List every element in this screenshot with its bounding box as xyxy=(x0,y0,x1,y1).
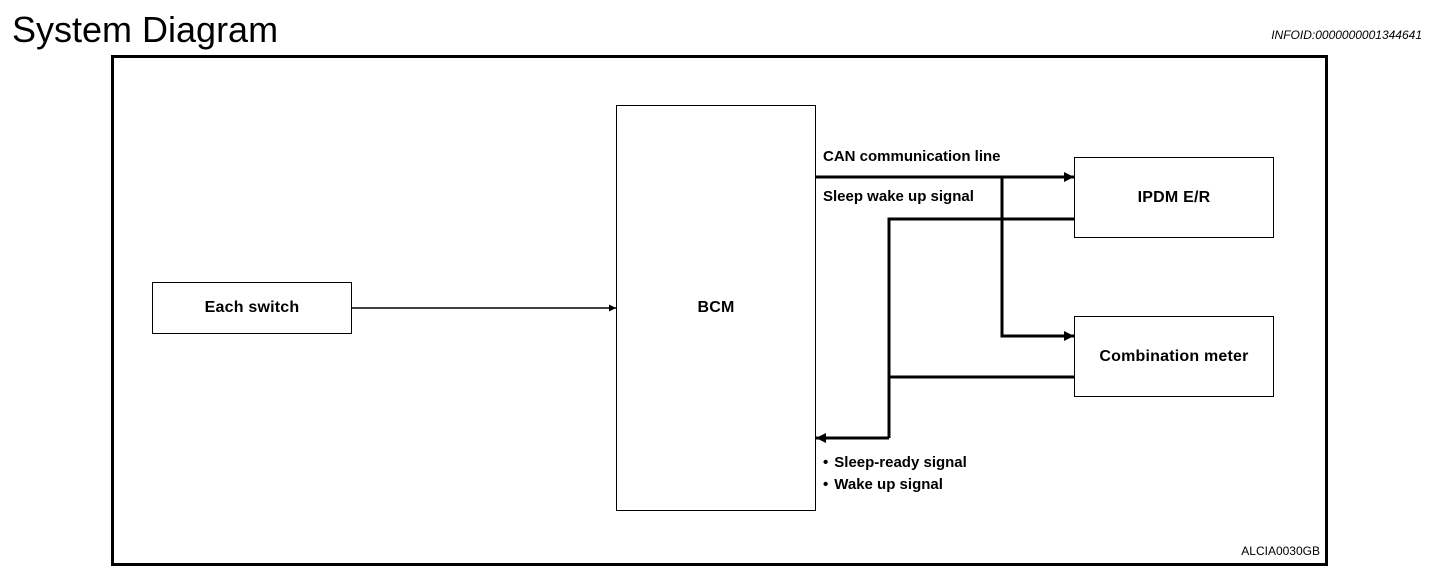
signal-list: Sleep-ready signal Wake up signal xyxy=(823,452,967,496)
can-line-label: CAN communication line xyxy=(823,148,1001,165)
each-switch-block: Each switch xyxy=(152,282,352,334)
can-line-to-meter xyxy=(1000,177,1074,341)
signal-item-wake-up: Wake up signal xyxy=(823,474,967,496)
bcm-label: BCM xyxy=(697,299,735,316)
info-id: INFOID:0000000001344641 xyxy=(1271,28,1422,42)
each-switch-label: Each switch xyxy=(204,299,300,316)
combination-meter-label: Combination meter xyxy=(1099,347,1249,365)
diagram-frame xyxy=(111,55,1328,566)
figure-reference: ALCIA0030GB xyxy=(1241,544,1320,558)
signal-item-sleep-ready: Sleep-ready signal xyxy=(823,452,967,474)
ipdm-label: IPDM E/R xyxy=(1137,188,1211,206)
page-title: System Diagram xyxy=(12,9,279,50)
bcm-block: BCM xyxy=(616,105,816,511)
return-line-ipdm xyxy=(887,217,1074,438)
ipdm-block: IPDM E/R xyxy=(1074,157,1274,238)
sleep-wake-label: Sleep wake up signal xyxy=(823,188,974,205)
combination-meter-block: Combination meter xyxy=(1074,316,1274,397)
